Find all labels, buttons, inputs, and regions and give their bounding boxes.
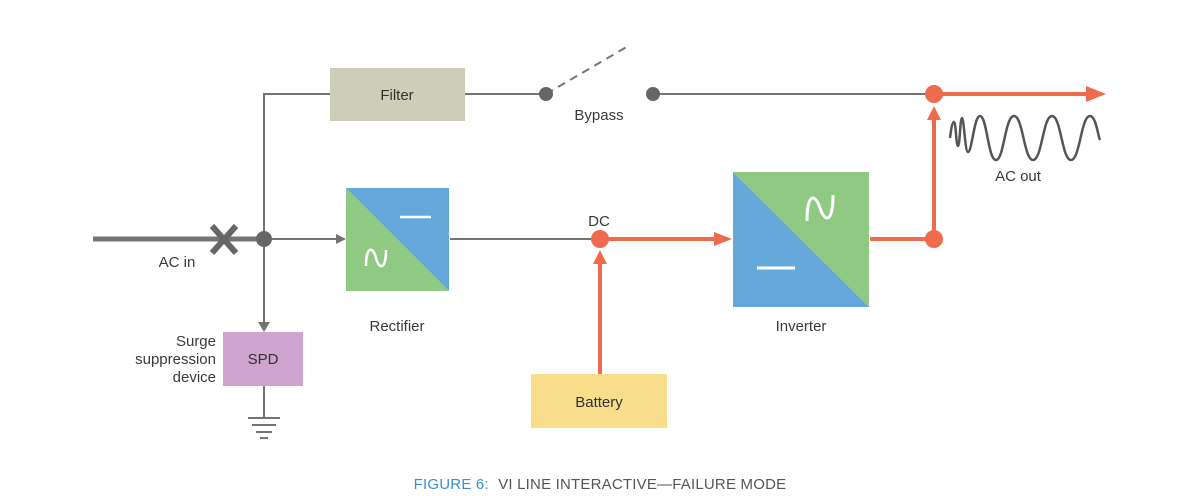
spd-label: SPD bbox=[248, 351, 279, 368]
spd-block bbox=[223, 332, 303, 386]
ac-in-label: AC in bbox=[159, 254, 196, 271]
filter-block bbox=[330, 68, 465, 121]
arrow-to-rectifier bbox=[336, 234, 346, 244]
bypass-switch-right-dot bbox=[646, 87, 660, 101]
active-power-path bbox=[598, 92, 1088, 374]
bypass-feed-line bbox=[263, 93, 330, 239]
inverter-output-dot bbox=[925, 230, 943, 248]
dc-label: DC bbox=[588, 213, 610, 230]
figure-caption-prefix: FIGURE 6: bbox=[414, 476, 489, 493]
battery-label: Battery bbox=[575, 394, 623, 411]
bypass-switch-left-dot bbox=[539, 87, 553, 101]
rectifier-block bbox=[346, 188, 449, 291]
ac-sine-icon bbox=[805, 194, 835, 222]
arrow-battery-up bbox=[593, 250, 607, 264]
surge-label-line1: Surge bbox=[176, 333, 216, 350]
battery-block bbox=[531, 374, 667, 428]
rectifier-label: Rectifier bbox=[369, 318, 424, 335]
arrow-output-up bbox=[927, 106, 941, 120]
output-junction-dot bbox=[925, 85, 943, 103]
ground-icon bbox=[248, 417, 280, 439]
surge-label-line3: device bbox=[173, 369, 216, 386]
dc-node-dot bbox=[591, 230, 609, 248]
figure-caption: FIGURE 6: VI LINE INTERACTIVE—FAILURE MO… bbox=[414, 476, 787, 493]
ac-out-label: AC out bbox=[995, 168, 1042, 185]
arrow-ac-out bbox=[1086, 86, 1106, 102]
failure-x-icon bbox=[209, 224, 239, 255]
surge-label-line2: suppression bbox=[135, 351, 216, 368]
ac-junction-dot bbox=[256, 231, 272, 247]
inactive-wiring bbox=[93, 44, 934, 417]
bypass-switch-blade bbox=[545, 44, 631, 95]
bypass-label: Bypass bbox=[574, 107, 623, 124]
arrow-to-inverter bbox=[714, 232, 732, 246]
arrow-to-spd bbox=[258, 322, 270, 332]
inverter-label: Inverter bbox=[776, 318, 827, 335]
inverter-block bbox=[733, 172, 869, 307]
filter-label: Filter bbox=[380, 87, 413, 104]
figure-caption-title: VI LINE INTERACTIVE—FAILURE MODE bbox=[498, 476, 786, 493]
ac-out-waveform-icon bbox=[948, 114, 1102, 162]
ac-sine-icon bbox=[364, 248, 388, 268]
